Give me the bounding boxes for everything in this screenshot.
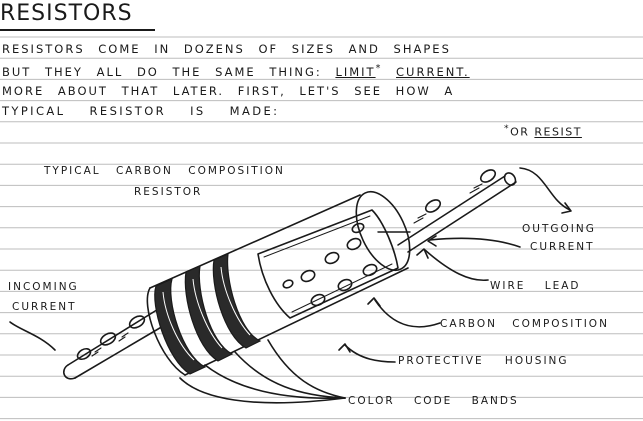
carbon-particle (300, 269, 317, 284)
wire-lead-leader (425, 250, 488, 280)
bands-leader-2 (235, 352, 345, 398)
housing-top-edge (150, 195, 360, 288)
wire-lead-end (502, 171, 517, 187)
housing-right-end (345, 184, 420, 279)
label-incoming-1: INCOMING (8, 282, 79, 293)
outgoing-leader (430, 238, 520, 247)
carbon-particle (282, 279, 294, 290)
carbon-particle (324, 251, 341, 266)
wire-lead-left-end (64, 365, 75, 379)
color-band-3 (213, 254, 260, 348)
housing-leader (345, 345, 395, 362)
carbon-leader-head (368, 298, 380, 306)
incoming-arrow (10, 322, 55, 350)
carbon-particle (346, 237, 363, 252)
label-wire-lead: WIRE LEAD (490, 281, 581, 292)
electron-blob (424, 197, 443, 214)
carbon-leader (375, 300, 440, 327)
cutaway-inner-top (264, 216, 370, 257)
label-outgoing-2: CURRENT (530, 242, 595, 253)
label-color-code-bands: COLOR CODE BANDS (348, 396, 519, 407)
outgoing-arrow (520, 168, 570, 210)
motion-lines (414, 214, 426, 223)
label-protective-housing: PROTECTIVE HOUSING (398, 356, 569, 367)
bands-leader-3 (268, 340, 345, 398)
carbon-particle (362, 263, 379, 278)
housing-leader-head (339, 344, 350, 352)
wire-lead-right-top (398, 176, 505, 245)
label-carbon-composition: CARBON COMPOSITION (440, 319, 609, 330)
label-incoming-2: CURRENT (12, 302, 77, 313)
label-outgoing-1: OUTGOING (522, 224, 596, 235)
color-bands (155, 254, 260, 374)
motion-lines (119, 333, 128, 341)
